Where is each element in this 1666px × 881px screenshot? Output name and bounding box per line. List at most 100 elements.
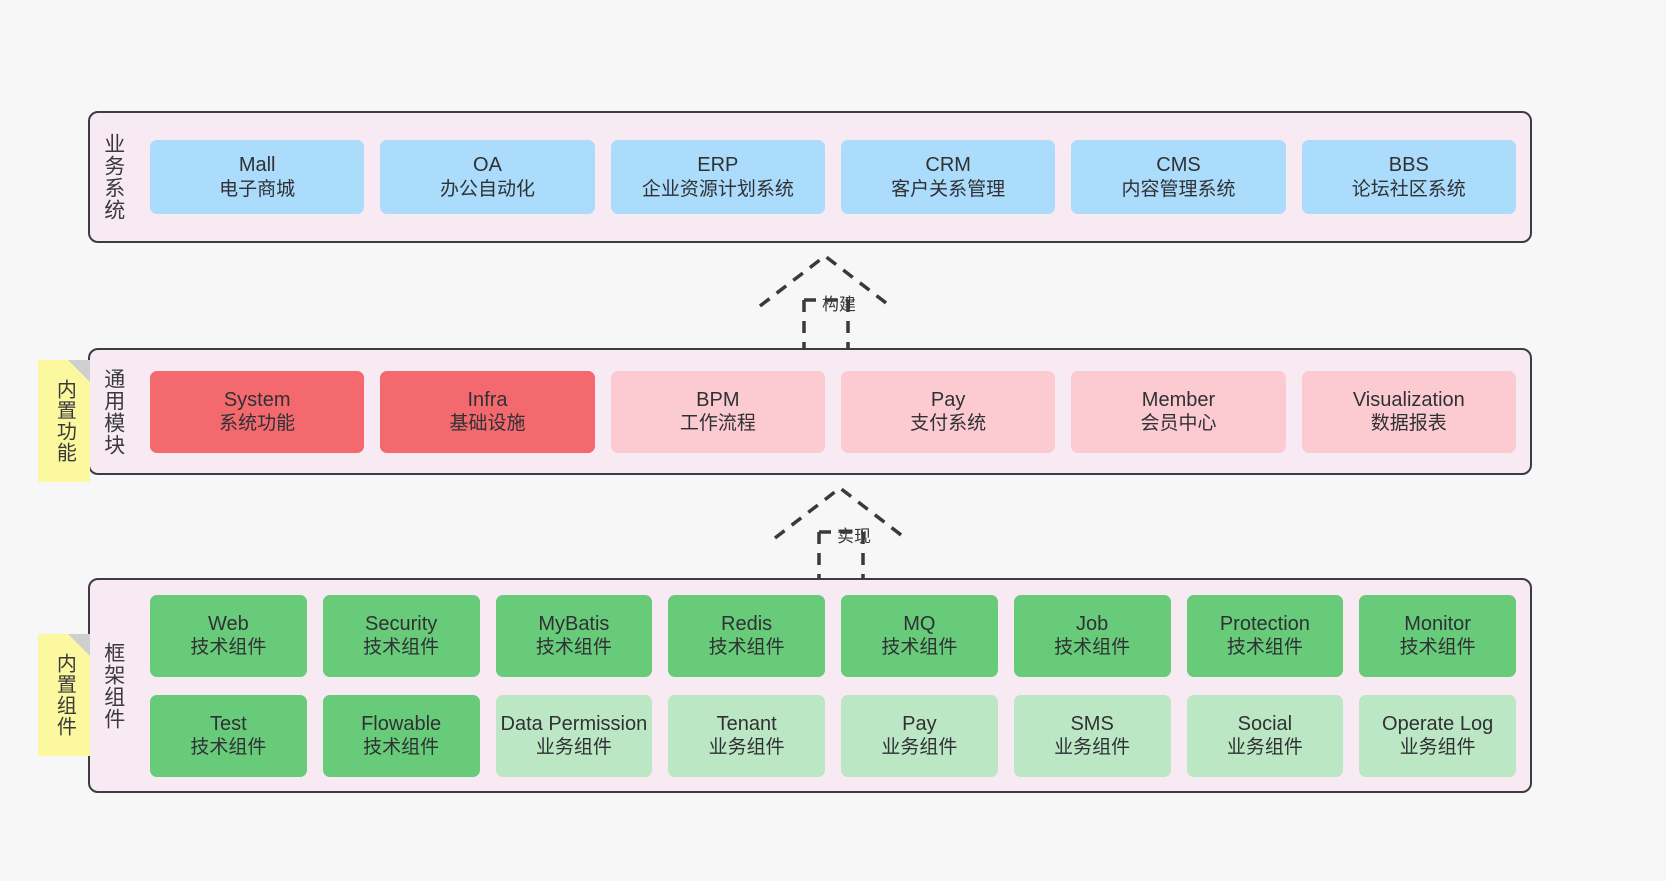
node-visualization[interactable]: Visualization 数据报表	[1301, 370, 1516, 453]
node-subtitle: 业务组件	[1226, 737, 1303, 759]
node-mq[interactable]: MQ 技术组件	[841, 594, 998, 677]
node-title: Tenant	[716, 712, 777, 735]
node-pay-component[interactable]: Pay 业务组件	[841, 694, 998, 777]
node-title: MQ	[903, 612, 936, 635]
node-subtitle: 技术组件	[190, 637, 267, 659]
node-flowable[interactable]: Flowable 技术组件	[322, 694, 480, 777]
node-subtitle: 内容管理系统	[1121, 178, 1236, 200]
node-title: BPM	[696, 388, 740, 411]
arrowhead-up-icon	[758, 253, 892, 308]
node-subtitle: 工作流程	[679, 413, 756, 435]
node-pay-module[interactable]: Pay 支付系统	[840, 370, 1056, 453]
node-title: Security	[365, 612, 438, 635]
node-title: Data Permission	[500, 712, 648, 735]
note-builtin-function: 内置功能	[38, 360, 90, 482]
node-title: Test	[210, 712, 247, 735]
node-test[interactable]: Test 技术组件	[150, 694, 307, 777]
node-title: Visualization	[1352, 388, 1465, 411]
node-redis[interactable]: Redis 技术组件	[668, 594, 825, 677]
connector-label-build: 构建	[822, 295, 856, 314]
node-subtitle: 客户关系管理	[891, 178, 1006, 200]
node-web[interactable]: Web 技术组件	[150, 594, 307, 677]
node-subtitle: 技术组件	[535, 637, 612, 659]
note-text: 内置组件	[53, 653, 76, 737]
node-title: Pay	[902, 712, 937, 735]
node-title: Redis	[721, 612, 773, 635]
node-title: Flowable	[361, 712, 442, 735]
node-title: CRM	[925, 154, 971, 177]
layer-body-business-system: Mall 电子商城 OA 办公自动化 ERP 企业资源计划系统 CRM 客户关系…	[136, 113, 1530, 241]
node-data-permission[interactable]: Data Permission 业务组件	[495, 694, 653, 777]
node-row-business: Test 技术组件 Flowable 技术组件 Data Permission …	[150, 694, 1516, 777]
node-title: CMS	[1156, 154, 1201, 177]
node-bbs[interactable]: BBS 论坛社区系统	[1301, 140, 1516, 214]
node-title: Web	[207, 612, 249, 635]
node-title: Member	[1141, 388, 1216, 411]
node-cms[interactable]: CMS 内容管理系统	[1071, 140, 1286, 214]
connector-implement: 实现	[773, 484, 955, 580]
node-mall[interactable]: Mall 电子商城	[150, 140, 365, 214]
node-title: Protection	[1219, 612, 1310, 635]
node-subtitle: 业务组件	[708, 737, 785, 759]
node-subtitle: 业务组件	[535, 737, 612, 759]
node-title: Operate Log	[1382, 712, 1494, 735]
node-subtitle: 技术组件	[881, 637, 958, 659]
node-sms[interactable]: SMS 业务组件	[1013, 694, 1171, 777]
node-bpm[interactable]: BPM 工作流程	[610, 370, 825, 453]
connector-label-implement: 实现	[837, 527, 871, 546]
node-title: System	[223, 388, 291, 411]
node-row: Mall 电子商城 OA 办公自动化 ERP 企业资源计划系统 CRM 客户关系…	[150, 140, 1516, 214]
node-title: Job	[1076, 612, 1109, 635]
layer-body-framework-component: Web 技术组件 Security 技术组件 MyBatis 技术组件 Redi…	[136, 580, 1530, 791]
node-system[interactable]: System 系统功能	[150, 370, 365, 453]
node-social[interactable]: Social 业务组件	[1186, 694, 1344, 777]
node-title: OA	[473, 154, 502, 177]
node-erp[interactable]: ERP 企业资源计划系统	[610, 140, 825, 214]
node-title: Monitor	[1404, 612, 1471, 635]
node-security[interactable]: Security 技术组件	[322, 594, 480, 677]
node-oa[interactable]: OA 办公自动化	[380, 140, 595, 214]
folded-corner-icon	[68, 634, 90, 656]
layer-title-common-module: 通用模块	[101, 367, 125, 456]
node-subtitle: 系统功能	[219, 413, 296, 435]
node-title: SMS	[1070, 712, 1114, 735]
node-tenant[interactable]: Tenant 业务组件	[668, 694, 825, 777]
node-subtitle: 技术组件	[1054, 637, 1131, 659]
layer-common-module: 通用模块 System 系统功能 Infra 基础设施 BPM 工作流程 Pay…	[88, 348, 1532, 475]
node-subtitle: 基础设施	[449, 413, 526, 435]
node-title: MyBatis	[538, 612, 610, 635]
layer-title-business-system: 业务系统	[101, 133, 125, 221]
node-subtitle: 业务组件	[1399, 737, 1476, 759]
node-subtitle: 论坛社区系统	[1351, 178, 1466, 200]
arrowhead-up-icon	[773, 485, 907, 540]
layer-body-common-module: System 系统功能 Infra 基础设施 BPM 工作流程 Pay 支付系统…	[136, 350, 1530, 473]
node-row-technical: Web 技术组件 Security 技术组件 MyBatis 技术组件 Redi…	[150, 594, 1516, 677]
node-infra[interactable]: Infra 基础设施	[380, 370, 595, 453]
node-title: Mall	[238, 154, 276, 177]
layer-framework-component: 框架组件 Web 技术组件 Security 技术组件 MyBatis 技术组件…	[88, 578, 1532, 793]
layer-title-framework-component: 框架组件	[101, 641, 125, 730]
node-subtitle: 业务组件	[1054, 737, 1131, 759]
node-title: Social	[1237, 712, 1293, 735]
node-title: Pay	[930, 388, 966, 411]
node-row: System 系统功能 Infra 基础设施 BPM 工作流程 Pay 支付系统…	[150, 370, 1516, 453]
node-subtitle: 业务组件	[881, 737, 958, 759]
node-title: Infra	[467, 388, 508, 411]
note-builtin-component: 内置组件	[38, 634, 90, 756]
node-operate-log[interactable]: Operate Log 业务组件	[1359, 694, 1516, 777]
node-subtitle: 电子商城	[219, 178, 296, 200]
node-mybatis[interactable]: MyBatis 技术组件	[495, 594, 653, 677]
node-job[interactable]: Job 技术组件	[1013, 594, 1171, 677]
node-subtitle: 技术组件	[1399, 637, 1476, 659]
node-subtitle: 技术组件	[708, 637, 785, 659]
node-subtitle: 技术组件	[1226, 637, 1303, 659]
node-monitor[interactable]: Monitor 技术组件	[1359, 594, 1516, 677]
node-protection[interactable]: Protection 技术组件	[1186, 594, 1344, 677]
node-subtitle: 技术组件	[363, 737, 440, 759]
node-member[interactable]: Member 会员中心	[1071, 370, 1286, 453]
node-subtitle: 技术组件	[363, 637, 440, 659]
node-crm[interactable]: CRM 客户关系管理	[840, 140, 1056, 214]
layer-business-system: 业务系统 Mall 电子商城 OA 办公自动化 ERP 企业资源计划系统 CRM…	[88, 111, 1532, 243]
node-subtitle: 技术组件	[190, 737, 267, 759]
